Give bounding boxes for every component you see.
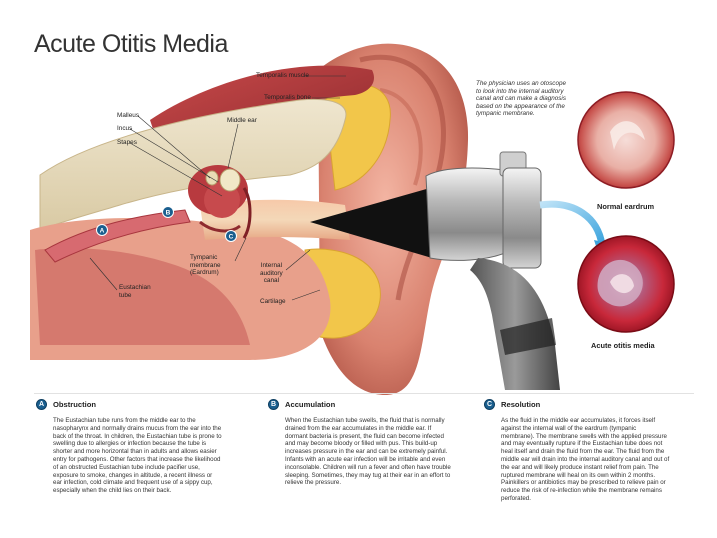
label-temporalis-muscle: Temporalis muscle xyxy=(256,72,309,80)
section-divider xyxy=(34,393,694,394)
section-obstruction: A Obstruction The Eustachian tube runs f… xyxy=(36,399,222,495)
label-internal-auditory-canal: Internal auditory canal xyxy=(260,262,283,285)
marker-c: C xyxy=(226,231,237,242)
section-resolution: C Resolution As the fluid in the middle … xyxy=(484,399,670,503)
section-title: Resolution xyxy=(501,400,540,409)
page-title: Acute Otitis Media xyxy=(34,30,228,59)
section-badge: C xyxy=(484,399,495,410)
inset-arrow xyxy=(540,204,602,245)
normal-eardrum-inset xyxy=(578,92,674,188)
section-body: As the fluid in the middle ear accumulat… xyxy=(484,417,670,503)
section-badge: B xyxy=(268,399,279,410)
section-body: When the Eustachian tube swells, the flu… xyxy=(268,417,454,487)
svg-text:C: C xyxy=(229,234,234,241)
section-body: The Eustachian tube runs from the middle… xyxy=(36,417,222,495)
section-badge: A xyxy=(36,399,47,410)
caption-acute-otitis-media: Acute otitis media xyxy=(591,341,655,350)
section-title: Obstruction xyxy=(53,400,96,409)
otoscope-head xyxy=(426,168,512,260)
physician-note: The physician uses an otoscope to look i… xyxy=(476,80,572,118)
ossicle xyxy=(220,169,240,191)
label-eustachian-tube: Eustachian tube xyxy=(119,284,151,299)
marker-b: B xyxy=(163,207,174,218)
section-title: Accumulation xyxy=(285,400,335,409)
acute-otitis-inset xyxy=(578,236,674,332)
label-temporalis-bone: Temporalis bone xyxy=(264,94,311,102)
svg-text:A: A xyxy=(100,228,105,235)
caption-normal-eardrum: Normal eardrum xyxy=(597,202,654,211)
label-stapes: Stapes xyxy=(117,139,137,147)
label-middle-ear: Middle ear xyxy=(227,117,257,125)
label-malleus: Malleus xyxy=(117,112,139,120)
svg-text:B: B xyxy=(166,210,171,217)
label-tympanic-membrane: Tympanic membrane (Eardrum) xyxy=(190,254,221,277)
label-cartilage: Cartilage xyxy=(260,298,286,306)
label-incus: Incus xyxy=(117,125,132,133)
marker-a: A xyxy=(97,225,108,236)
section-accumulation: B Accumulation When the Eustachian tube … xyxy=(268,399,454,487)
